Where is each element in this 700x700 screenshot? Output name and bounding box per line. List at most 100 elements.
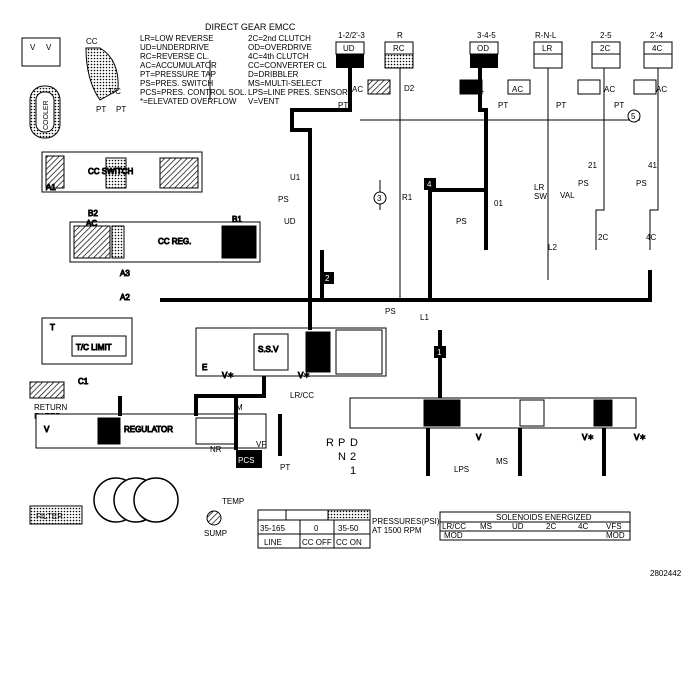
r1-label: R1 — [402, 193, 413, 202]
filter-label: FILTER — [36, 512, 63, 521]
gear-p: P — [338, 437, 345, 449]
pressure-name: CC ON — [336, 538, 362, 547]
ps-label: PS — [456, 217, 467, 226]
gear-positions: R P D N 2 1 — [326, 437, 358, 477]
filter: FILTER — [29, 505, 83, 525]
vent-label: V — [46, 43, 52, 52]
clutch-header: 2-5 — [600, 31, 612, 40]
legend-entry: PCS=PRES. CONTROL SOL. — [140, 88, 247, 97]
solenoid-switch-valve: S.S.V E V✶ V✶ — [195, 327, 387, 381]
lps-label: LPS — [454, 465, 469, 474]
clutch-header: R-N-L — [535, 31, 557, 40]
vent-label: V✶ — [634, 433, 646, 442]
diagram-title: DIRECT GEAR EMCC — [205, 22, 296, 32]
pressure-table: 35-165 0 35-50 LINE CC OFF CC ON PRESSUR… — [257, 509, 440, 549]
gear-1: 1 — [350, 465, 356, 477]
cooler: COOLER — [29, 85, 61, 139]
pump — [93, 477, 179, 523]
solenoid-table: SOLENOIDS ENERGIZED LR/CC MS UD 2C 4C VF… — [439, 511, 631, 541]
pt-label: PT — [556, 101, 566, 110]
cc-regulator-valve: B2 B1 AC CC REG. A3 A2 — [69, 209, 261, 303]
ps-label: PS — [578, 179, 589, 188]
4c-label: 4C — [646, 233, 656, 242]
pt-label: PT — [280, 463, 290, 472]
sump-label: SUMP — [204, 529, 227, 538]
circled-number: 4 — [427, 180, 432, 189]
nr-label: NR — [210, 445, 222, 454]
tc-label: T/C — [108, 87, 121, 96]
u1-label: U1 — [290, 173, 301, 182]
pcs-solenoid: PCS VF M NR PT — [210, 403, 290, 472]
temp-label: TEMP — [222, 497, 244, 506]
regulator-label: REGULATOR — [124, 425, 173, 434]
circled-number: 3 — [377, 194, 382, 203]
l1-label: L1 — [420, 313, 429, 322]
val-label: VAL — [560, 191, 575, 200]
t-label: T — [50, 323, 55, 332]
clutch-2c: 2C — [600, 44, 610, 53]
legend-entry: PT=PRESSURE TAP — [140, 70, 216, 79]
ac-label: AC — [86, 219, 97, 228]
gear-r: R — [326, 437, 334, 449]
clutch-boxes: UD RC OD LR 2C 4C — [335, 41, 673, 69]
vent-label: V✶ — [222, 371, 234, 380]
a1-label: A1 — [46, 183, 56, 192]
clutch-rc: RC — [393, 44, 405, 53]
gear-n: N — [338, 451, 346, 463]
solenoid-cell: MOD — [606, 531, 625, 540]
legend-entry: OD=OVERDRIVE — [248, 43, 312, 52]
m-label: M — [236, 403, 243, 412]
vent-label: V — [30, 43, 36, 52]
c1-label: C1 — [78, 377, 89, 386]
pressure-value: 35-50 — [338, 524, 359, 533]
circled-number: 2 — [325, 274, 330, 283]
accumulators-top — [367, 79, 657, 95]
a2-label: A2 — [120, 293, 130, 302]
solenoid-column: MS — [480, 522, 492, 531]
b2-label: B2 — [88, 209, 98, 218]
circled-number: 5 — [631, 112, 636, 121]
solenoid-table-header: SOLENOIDS ENERGIZED — [496, 513, 592, 522]
legend-entry: AC=ACCUMULATOR — [140, 61, 217, 70]
gear-2: 2 — [350, 451, 356, 463]
legend-entry: UD=UNDERDRIVE — [140, 43, 209, 52]
solenoid-cell: MOD — [444, 531, 463, 540]
cc-switch-valve: CC SWITCH A1 — [41, 151, 203, 193]
cc-label: CC — [86, 37, 98, 46]
solenoid-column: LR/CC — [442, 522, 466, 531]
n41-label: 41 — [648, 161, 657, 170]
cc-reg-label: CC REG. — [158, 237, 191, 246]
ps-label: PS — [636, 179, 647, 188]
b1-label: B1 — [232, 215, 242, 224]
clutch-od: OD — [477, 44, 489, 53]
pt-label: PT — [498, 101, 508, 110]
legend-entry: *=ELEVATED OVERFLOW — [140, 97, 237, 106]
pressure-value: 35-165 — [260, 524, 285, 533]
clutch-ud: UD — [343, 44, 355, 53]
clutch-header: 3-4-5 — [477, 31, 496, 40]
legend-entry: CC=CONVERTER CL — [248, 61, 327, 70]
legend-entry: 2C=2nd CLUTCH — [248, 34, 311, 43]
pt-label: PT — [96, 105, 106, 114]
l2-label: L2 — [548, 243, 557, 252]
legend-entry: V=VENT — [248, 97, 279, 106]
converter-clutch: CC V V T/C PT PT — [21, 37, 126, 114]
solenoid-column: 4C — [578, 522, 588, 531]
pressure-caption: PRESSURES(PSI)AT 1500 RPM — [372, 517, 440, 535]
shift-valve-assembly: V V✶ V✶ — [349, 397, 647, 443]
vent-label: V✶ — [298, 371, 310, 380]
ac-label: AC — [352, 85, 363, 94]
vent-label: V✶ — [582, 433, 594, 442]
vf-label: VF — [256, 440, 266, 449]
vent-label: V — [44, 425, 50, 434]
clutch-header: 2'-4 — [650, 31, 664, 40]
clutch-headers: 1-2/2'-3 R 3-4-5 R-N-L 2-5 2'-4 — [338, 31, 664, 40]
circled-numbers: 1 2 3 4 5 — [322, 109, 641, 358]
solenoid-column: 2C — [546, 522, 556, 531]
vent-label: V — [476, 433, 482, 442]
legend-entry: RC=REVERSE CL. — [140, 52, 209, 61]
temp-sensor: TEMP SUMP — [204, 497, 244, 538]
clutch-4c: 4C — [652, 44, 662, 53]
